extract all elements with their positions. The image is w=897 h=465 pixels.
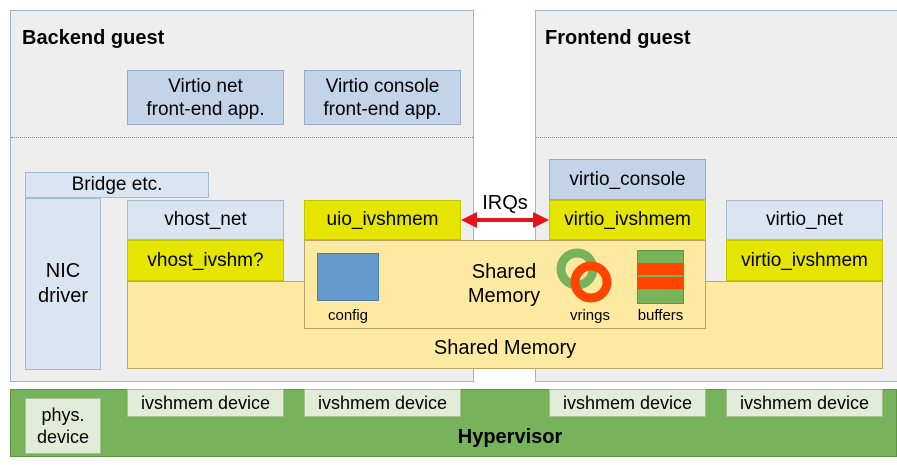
uio-ivshmem-box: uio_ivshmem [304, 200, 461, 240]
irq-arrow-icon [461, 212, 549, 228]
nic-driver-box: NIC driver [25, 198, 101, 370]
backend-divider [11, 137, 473, 138]
vring-red-ring [570, 261, 612, 303]
irqs-label: IRQs [482, 192, 528, 214]
buffer-red-2 [638, 277, 683, 289]
hypervisor-label: Hypervisor [457, 425, 563, 448]
buffer-red-1 [638, 263, 683, 275]
vrings-label: vrings [569, 307, 610, 324]
virtio-console-app-box: Virtio console front-end app. [304, 70, 461, 125]
vrings-icon [556, 248, 612, 303]
bridge-box: Bridge etc. [25, 172, 209, 198]
vhost-ivshm-box: vhost_ivshm? [127, 240, 284, 281]
config-block [317, 253, 379, 301]
shared-memory-outer-label: Shared Memory [433, 337, 577, 359]
ivshmem-device-3: ivshmem device [549, 389, 706, 417]
config-label: config [327, 307, 369, 324]
backend-guest-title: Backend guest [22, 27, 165, 49]
nic-driver-label: NIC driver [37, 260, 88, 307]
phys-device-label: phys. device [36, 405, 90, 447]
shared-memory-inner-title: Shared Memory [467, 261, 541, 307]
virtio-console-app-label: Virtio console front-end app. [323, 75, 442, 120]
virtio-net-app-box: Virtio net front-end app. [127, 70, 284, 125]
ivshmem-device-2: ivshmem device [304, 389, 461, 417]
vhost-net-box: vhost_net [127, 200, 284, 240]
virtio-ivshmem-right-box: virtio_ivshmem [726, 240, 883, 281]
virtio-ivshmem-center-box: virtio_ivshmem [549, 200, 706, 240]
virtio-net-app-label: Virtio net front-end app. [146, 75, 265, 120]
virtio-net-box: virtio_net [726, 200, 883, 240]
virtio-console-box: virtio_console [549, 159, 706, 200]
ivshmem-device-4: ivshmem device [726, 389, 883, 417]
buffers-label: buffers [637, 307, 684, 324]
phys-device-box: phys. device [25, 398, 101, 454]
frontend-divider [536, 137, 897, 138]
ivshmem-device-1: ivshmem device [127, 389, 284, 417]
buffers-icon [637, 250, 684, 304]
frontend-guest-title: Frontend guest [545, 27, 691, 49]
